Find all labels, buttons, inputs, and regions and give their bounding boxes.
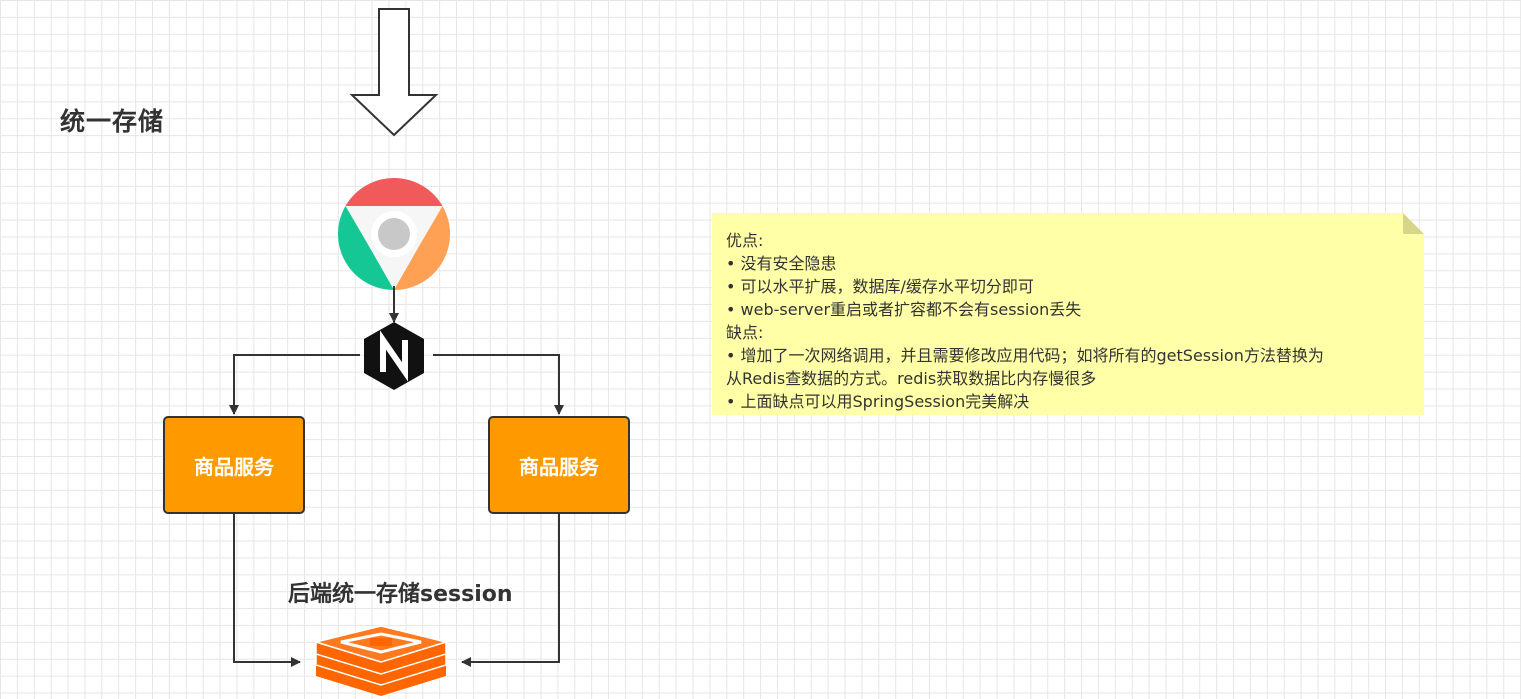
note-line: • 增加了一次网络调用，并且需要修改应用代码；如将所有的getSession方法… bbox=[726, 346, 1324, 365]
note-line: 优点: bbox=[726, 231, 764, 250]
chrome-browser-icon bbox=[337, 177, 451, 290]
gateway-to-left-service-arrow bbox=[229, 354, 360, 415]
note-line: 从Redis查数据的方式。redis获取数据比内存慢很多 bbox=[726, 369, 1097, 388]
sticky-note: 优点: • 没有安全隐患 • 可以水平扩展，数据库/缓存水平切分即可 • web… bbox=[712, 213, 1424, 415]
down-arrow-icon bbox=[349, 8, 439, 137]
product-service-left-label: 商品服务 bbox=[194, 454, 274, 479]
note-line: • 可以水平扩展，数据库/缓存水平切分即可 bbox=[726, 277, 1034, 296]
note-line: • 上面缺点可以用SpringSession完美解决 bbox=[726, 392, 1030, 411]
storage-label: 后端统一存储session bbox=[288, 582, 513, 607]
redis-icon bbox=[313, 625, 449, 696]
left-service-to-storage-arrow bbox=[233, 514, 301, 667]
product-service-right-label: 商品服务 bbox=[519, 454, 599, 479]
note-line: • web-server重启或者扩容都不会有session丢失 bbox=[726, 300, 1082, 319]
right-service-to-storage-arrow bbox=[461, 514, 560, 667]
product-service-left: 商品服务 bbox=[163, 416, 305, 514]
nginx-icon bbox=[364, 322, 424, 390]
note-line: • 没有安全隐患 bbox=[726, 254, 837, 273]
diagram-title: 统一存储 bbox=[60, 107, 165, 136]
gateway-to-right-service-arrow bbox=[433, 354, 564, 415]
product-service-right: 商品服务 bbox=[488, 416, 630, 514]
note-line: 缺点: bbox=[726, 323, 764, 342]
